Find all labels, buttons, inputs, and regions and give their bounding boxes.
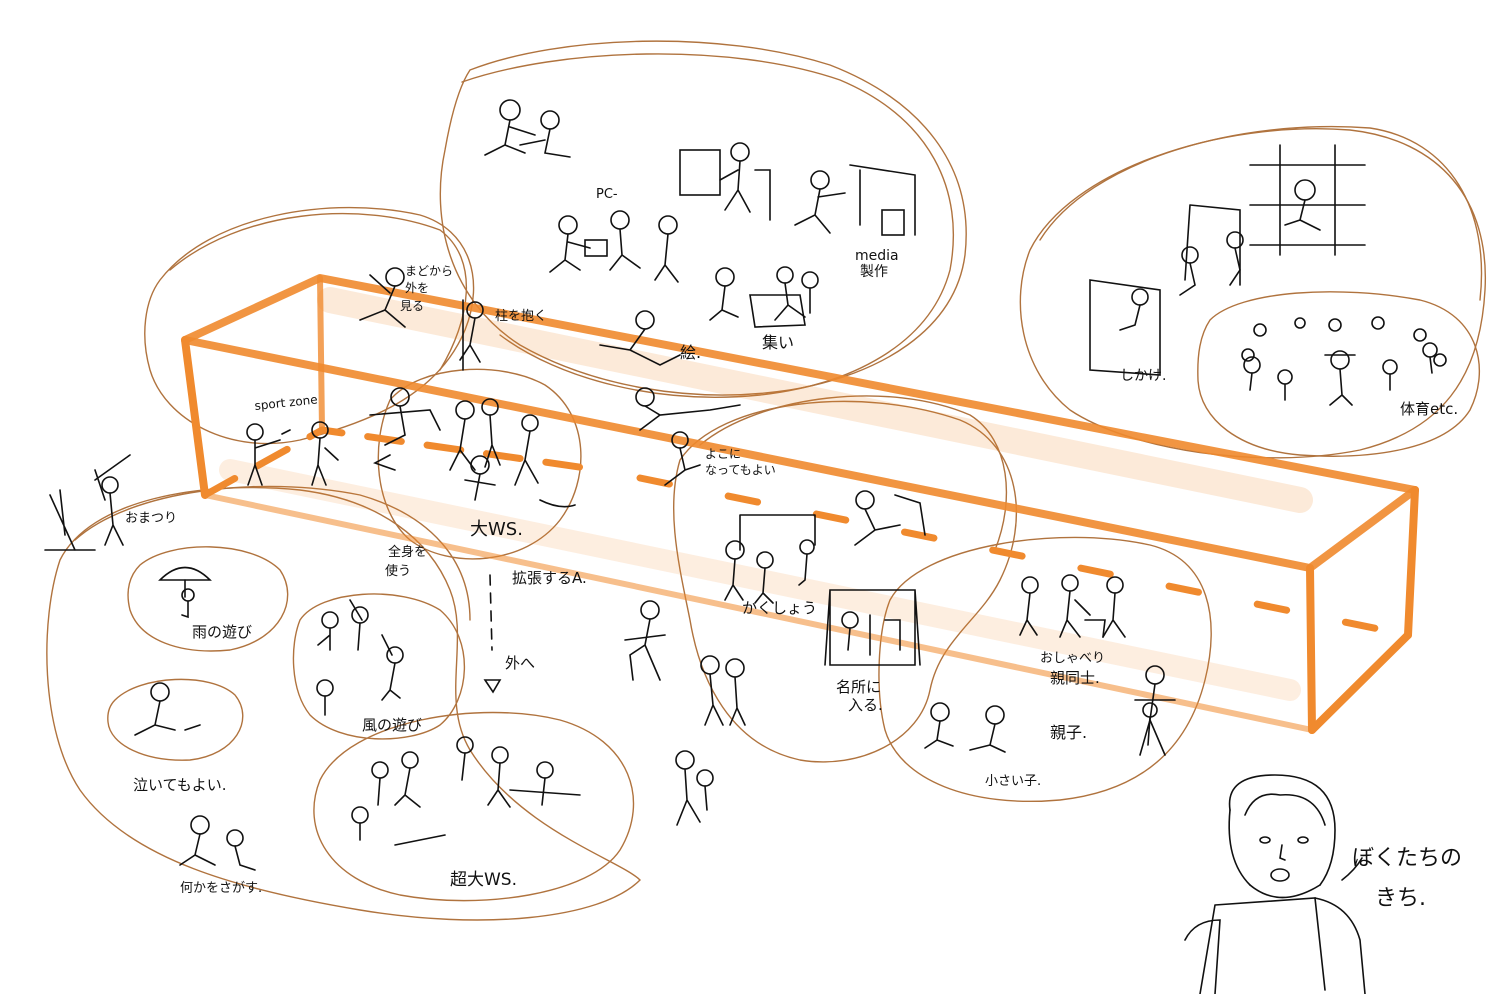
label-chiisaiko: 小さい子. — [985, 774, 1041, 789]
cluster-right-oshaberi — [878, 536, 1212, 803]
label-bokutachi: ぼくたちの — [1352, 846, 1462, 871]
cluster-dai-ws — [377, 368, 582, 560]
arrow-head-outside — [483, 679, 502, 694]
label-hairu: 入る. — [848, 696, 883, 714]
label-ame: 雨の遊び — [192, 623, 252, 641]
connector-outside — [489, 574, 493, 651]
figure-group-shikake — [1089, 144, 1366, 376]
label-tsukau: 使う — [385, 563, 411, 579]
arrow-left — [373, 454, 396, 471]
figure-group-chou-dai-ws — [351, 736, 581, 846]
figure-yoko — [664, 431, 701, 486]
label-zenshin: 全身を — [388, 544, 427, 560]
figure-group-dai-ws — [369, 387, 539, 501]
cluster-left-sport — [144, 206, 475, 445]
figure-group-pc — [549, 210, 679, 283]
label-seisaku: 製作 — [860, 264, 888, 280]
figure-group-center — [624, 600, 746, 826]
frame-bottom-back — [201, 426, 604, 499]
figure-searching — [179, 815, 256, 871]
figure-group-drawing — [599, 310, 681, 366]
label-yoko: よこに — [705, 447, 741, 461]
child-portrait — [1184, 774, 1366, 994]
speech-line — [1341, 857, 1363, 881]
label-atsumari: 集い — [762, 333, 794, 352]
label-natte: なってもよい — [705, 463, 776, 477]
figure-group-wind — [316, 599, 404, 716]
label-media: media — [855, 248, 899, 264]
figure-group-taiiku — [1241, 316, 1447, 406]
label-hashira: 柱を抱く — [495, 308, 547, 324]
figure-group-reading — [484, 99, 571, 158]
label-omatsuri: おまつり — [125, 511, 177, 526]
label-oyadoushi: 親同士. — [1050, 669, 1100, 687]
figure-crying — [134, 682, 201, 736]
frame-bottom-back-2 — [636, 474, 1412, 639]
frame-right-front-post — [1306, 564, 1316, 734]
label-kakuchou: 拡張するA. — [512, 569, 587, 587]
figure-group-media — [794, 164, 916, 236]
label-nanika: 何かをさがす. — [180, 880, 262, 896]
figure-group-chiisaiko — [924, 702, 1006, 753]
frame-right-back-post — [1404, 486, 1419, 639]
label-soto-e: 外へ — [505, 654, 535, 672]
arrow-dai-ws — [539, 499, 576, 508]
figure-pillar — [459, 299, 484, 371]
figure-sport — [246, 421, 339, 486]
figure-group-oshaberi — [1019, 574, 1126, 638]
labels: PC- media 製作 絵. 集い 柱を抱く まどから 外を 見る sport… — [125, 187, 1462, 911]
figure-umbrella — [158, 566, 212, 619]
label-e: 絵. — [680, 343, 701, 362]
frame-bottom-front — [202, 492, 1315, 733]
label-soto: 外を — [405, 281, 429, 295]
label-kaze: 風の遊び — [362, 716, 422, 734]
cluster-top-media — [439, 40, 967, 396]
frame-left-back-post — [317, 275, 325, 433]
label-nakete: 泣いてもよい. — [133, 776, 227, 794]
cluster-top-media-2 — [461, 53, 954, 398]
label-oyako: 親子. — [1050, 723, 1087, 742]
cluster-bottom-left-big-2 — [74, 485, 471, 621]
label-kakushou: かくしょう — [742, 599, 817, 617]
frame-bottom-right — [1308, 631, 1412, 734]
label-taiiku: 体育etc. — [1400, 400, 1458, 418]
cluster-kaze — [292, 593, 466, 740]
cluster-center-kakushou-2 — [699, 395, 1008, 551]
label-chou-dai-ws: 超大WS. — [450, 870, 517, 890]
label-pc: PC- — [596, 187, 618, 202]
figure-window — [359, 267, 406, 328]
label-meisou: 名所に — [836, 678, 881, 696]
cluster-nakete — [107, 678, 244, 761]
frame-wash-top — [317, 287, 1313, 513]
figure-group-gather — [709, 266, 819, 328]
figure-group-meisou — [824, 589, 921, 666]
figure-festival — [44, 454, 131, 551]
label-shikake: しかけ. — [1120, 368, 1166, 384]
label-miru: 見る — [400, 299, 424, 313]
label-sport-zone: sport zone — [254, 392, 318, 413]
figure-group-kakushou — [724, 490, 926, 604]
figure-group-oyako — [1134, 665, 1176, 756]
figures — [44, 99, 1447, 994]
figure-group-desk — [679, 142, 771, 221]
label-kichi: きち. — [1375, 886, 1426, 911]
cluster-ame — [127, 546, 289, 652]
cluster-bottom-left-big — [46, 486, 641, 921]
figure-lying — [635, 387, 741, 431]
cluster-top-right-shikake-2 — [1039, 125, 1483, 301]
label-mado: まどから — [405, 264, 453, 278]
label-oshaberi: おしゃべり — [1040, 651, 1105, 666]
frame-wash-bottom — [219, 459, 1301, 701]
cluster-outlines — [46, 40, 1487, 921]
frame-left-front-post — [181, 336, 209, 499]
cluster-center-kakushou — [672, 400, 1017, 763]
cluster-chou-dai-ws — [313, 711, 635, 902]
label-dai-ws: 大WS. — [470, 519, 523, 540]
cluster-taiiku — [1197, 291, 1481, 457]
building-frame — [181, 274, 1419, 734]
